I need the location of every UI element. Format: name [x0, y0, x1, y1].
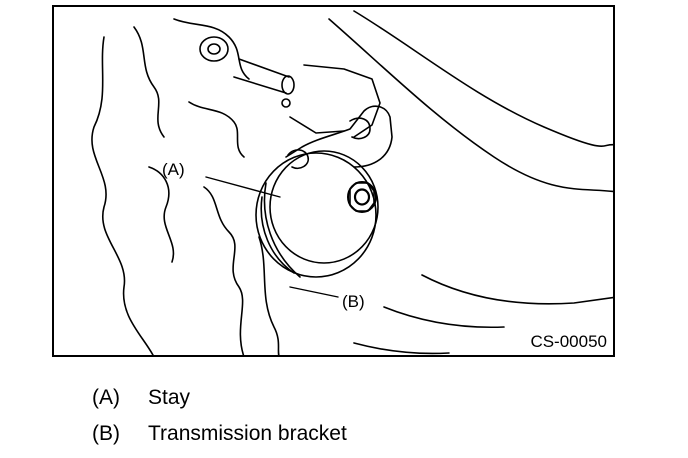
- body-panel-line: [353, 342, 450, 355]
- transmission-casing: [133, 26, 165, 138]
- mount-rim: [260, 196, 295, 274]
- legend-text: Stay: [148, 386, 191, 409]
- legend-key: (B): [92, 422, 120, 445]
- transmission-casing: [188, 101, 245, 158]
- figure-frame: (A) (B) CS-00050: [52, 5, 615, 357]
- bolt-head: [281, 75, 295, 95]
- transmission-stay-illustration: [91, 10, 613, 355]
- body-panel-line: [328, 18, 613, 193]
- body-panel-line: [353, 10, 613, 147]
- stay-plate: [285, 105, 393, 168]
- callout-a: (A): [162, 160, 185, 179]
- mount-nut-center: [353, 188, 371, 206]
- casing-boss: [199, 36, 229, 62]
- body-panel-line: [383, 306, 505, 329]
- transmission-casing: [203, 186, 245, 355]
- stay-clip: [349, 117, 371, 140]
- mount-outer: [255, 152, 377, 278]
- mount-rim: [263, 182, 301, 278]
- transmission-casing: [91, 36, 154, 355]
- upper-bracket: [289, 116, 345, 134]
- casing-boss-hole: [207, 43, 221, 55]
- legend-text: Transmission bracket: [148, 422, 347, 445]
- legend-key: (A): [92, 386, 120, 409]
- small-bolt: [281, 98, 291, 108]
- mount-inner: [269, 150, 379, 264]
- body-panel-line: [421, 274, 613, 305]
- mount-nut-hex: [349, 182, 375, 212]
- transmission-casing: [148, 166, 175, 263]
- transmission-casing: [258, 236, 280, 355]
- mount-nut: [347, 181, 377, 213]
- transmission-casing: [173, 18, 250, 80]
- leader-a: [205, 176, 281, 198]
- stay-clip: [287, 149, 310, 170]
- figure-id: CS-00050: [530, 332, 607, 351]
- bolt-shaft: [233, 58, 290, 94]
- upper-bracket: [303, 64, 381, 138]
- callout-b: (B): [342, 292, 365, 311]
- leader-b: [289, 286, 339, 298]
